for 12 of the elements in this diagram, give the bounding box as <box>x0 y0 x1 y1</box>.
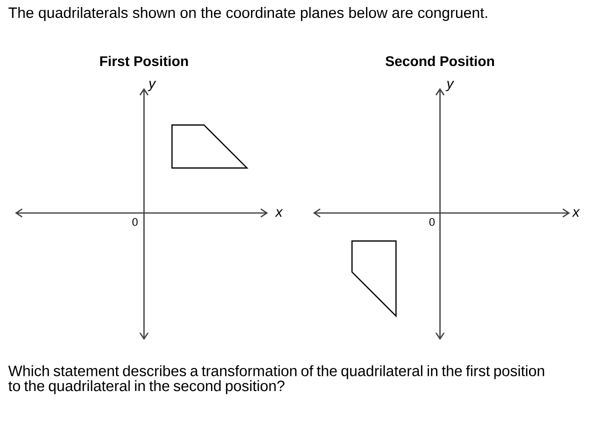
plane-title: Second Position <box>386 56 494 66</box>
quadrilateral <box>351 240 397 318</box>
axis-label: y <box>148 80 156 92</box>
axis-label: x <box>572 209 580 217</box>
axis-label: y <box>446 80 454 92</box>
quadrilateral <box>171 124 248 169</box>
axis-label: x <box>274 209 283 217</box>
question-text: Which statement describes a transformation of the quadrilateral in the first position to the quadrilateral in the second position? <box>8 365 544 394</box>
origin-label: 0 <box>429 218 435 226</box>
origin-label: 0 <box>132 218 138 226</box>
plane-title: First Position <box>100 56 188 66</box>
intro-text: The quadrilaterals shown on the coordinate planes below are congruent. <box>8 7 488 21</box>
